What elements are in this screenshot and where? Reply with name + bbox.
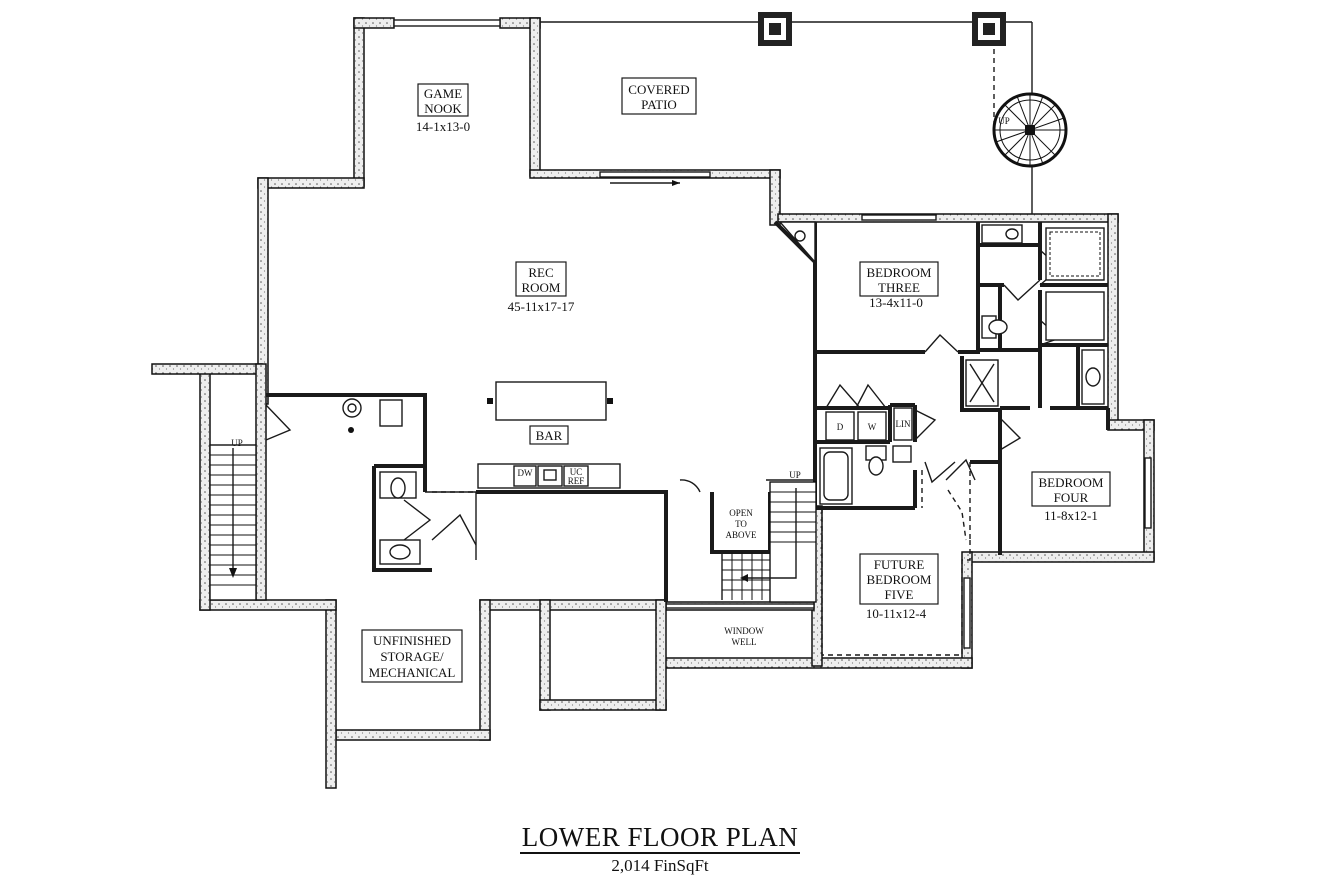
game-nook-dims: 14-1x13-0	[416, 119, 470, 134]
left-stair-up-label: UP	[231, 438, 243, 448]
spiral-stair-up-label: UP	[998, 116, 1010, 126]
bedroom-four-line2: FOUR	[1054, 490, 1089, 505]
exterior-walls	[151, 17, 1155, 789]
label-open-to-above: OPEN TO ABOVE	[726, 508, 758, 540]
covered-patio-line2: PATIO	[641, 97, 677, 112]
refrigerator-label: REF	[568, 476, 585, 486]
dryer-label: D	[837, 422, 844, 432]
label-unfinished-storage: UNFINISHED STORAGE/ MECHANICAL	[361, 629, 463, 683]
dishwasher-label: DW	[518, 468, 533, 478]
plan-subtitle: 2,014 FinSqFt	[611, 856, 709, 875]
rec-room-line1: REC	[528, 265, 553, 280]
rec-room-line2: ROOM	[521, 280, 560, 295]
label-game-nook: GAME NOOK 14-1x13-0	[416, 83, 470, 134]
open-above-line1: OPEN	[729, 508, 753, 518]
unfinished-line2: STORAGE/	[380, 649, 444, 664]
bedroom-four-line1: BEDROOM	[1038, 475, 1103, 490]
interior-walls	[266, 222, 1110, 656]
label-bedroom-four: BEDROOM FOUR 11-8x12-1	[1031, 471, 1111, 523]
plan-title-text: LOWER FLOOR PLAN	[519, 822, 801, 854]
rec-room-dims: 45-11x17-17	[508, 299, 575, 314]
unfinished-line1: UNFINISHED	[373, 633, 451, 648]
center-stair-up-label: UP	[789, 470, 801, 480]
label-future-bedroom-five: FUTURE BEDROOM FIVE 10-11x12-4	[859, 553, 939, 621]
bedroom-three-dims: 13-4x11-0	[869, 295, 923, 310]
bar-label: BAR	[536, 428, 563, 443]
linen-label: LIN	[896, 419, 911, 429]
game-nook-line1: GAME	[424, 86, 462, 101]
label-covered-patio: COVERED PATIO	[621, 77, 697, 115]
game-nook-line2: NOOK	[424, 101, 462, 116]
open-above-line3: ABOVE	[726, 530, 758, 540]
covered-patio-outline	[540, 12, 1068, 214]
bedroom-three-line2: THREE	[878, 280, 920, 295]
label-bedroom-three: BEDROOM THREE 13-4x11-0	[859, 261, 939, 310]
unfinished-line3: MECHANICAL	[369, 665, 456, 680]
future-bedroom-five-dims: 10-11x12-4	[866, 606, 927, 621]
fixtures	[209, 221, 1105, 603]
future-bedroom-five-line2: BEDROOM	[866, 572, 931, 587]
label-bar: BAR	[529, 425, 569, 445]
bedroom-three-line1: BEDROOM	[866, 265, 931, 280]
label-window-well: WINDOW WELL	[724, 626, 764, 647]
under-counter-label: UC	[570, 467, 583, 477]
window-well-line1: WINDOW	[724, 626, 764, 636]
plan-title: LOWER FLOOR PLAN	[0, 822, 1320, 854]
window-well-line2: WELL	[732, 637, 757, 647]
washer-label: W	[868, 422, 877, 432]
label-rec-room: REC ROOM 45-11x17-17	[508, 261, 575, 314]
future-bedroom-five-line1: FUTURE	[874, 557, 925, 572]
future-bedroom-five-line3: FIVE	[885, 587, 914, 602]
covered-patio-line1: COVERED	[628, 82, 689, 97]
open-above-line2: TO	[735, 519, 747, 529]
bedroom-four-dims: 11-8x12-1	[1044, 508, 1098, 523]
